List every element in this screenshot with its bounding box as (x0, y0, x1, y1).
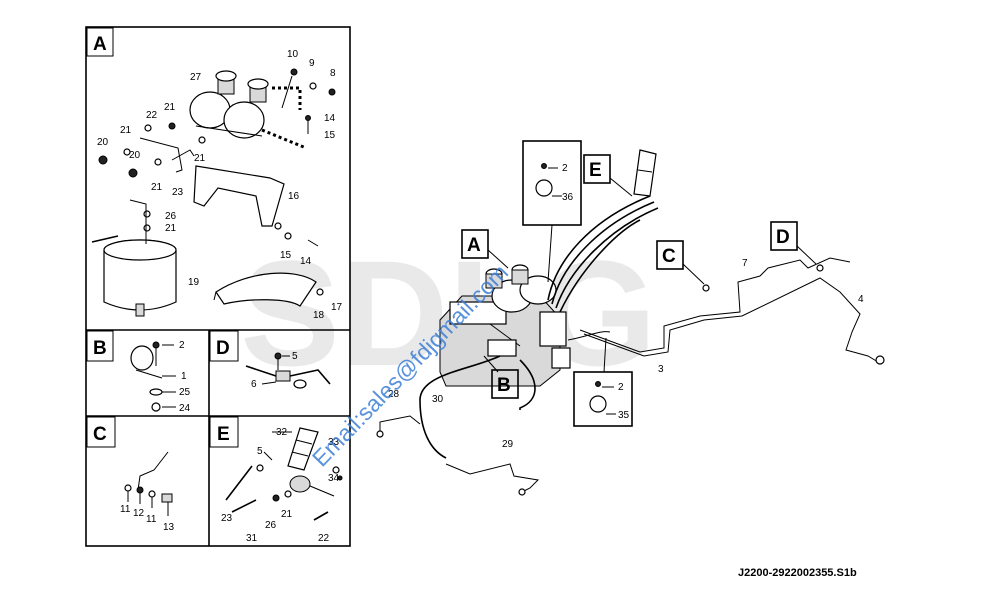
panel-e-label: E (209, 416, 239, 448)
ref-box-c: C (656, 240, 705, 285)
panel-b-label: B (86, 330, 114, 362)
callout-number: 29 (502, 439, 514, 450)
callout-number: 10 (287, 49, 299, 60)
svg-text:B: B (93, 338, 107, 359)
callout-number: 2 (179, 340, 185, 351)
ref-box-a: A (461, 229, 509, 269)
callout-number: 21 (120, 125, 132, 136)
callout-number: 28 (388, 389, 400, 400)
detail-box-36: 2 36 (522, 140, 582, 283)
callout-number: 3 (658, 364, 664, 375)
ref-box-b: B (483, 355, 519, 399)
panel-e-callouts: 32 5 33 34 23 26 21 31 22 (221, 427, 340, 544)
callout-number: 26 (265, 520, 277, 531)
callout-number: 14 (324, 113, 336, 124)
callout-number: 8 (330, 68, 336, 79)
callout-number: 34 (328, 473, 340, 484)
panel-c-label: C (86, 416, 116, 448)
callout-number: 21 (151, 182, 163, 193)
callout-number: 20 (97, 137, 109, 148)
callout-number: 25 (179, 387, 191, 398)
callout-number: 4 (858, 294, 864, 305)
callout-number: 22 (318, 533, 330, 544)
callout-number: 11 (120, 504, 131, 515)
svg-text:A: A (93, 34, 107, 55)
main-callouts: 7 4 3 30 28 29 (388, 258, 864, 450)
svg-text:B: B (497, 375, 511, 396)
panel-d-label: D (209, 330, 239, 362)
callout-number: 26 (165, 211, 177, 222)
callout-number: 18 (313, 310, 325, 321)
detail-box-35: 2 35 (573, 337, 633, 427)
ref-box-d: D (770, 221, 817, 265)
callout-number: 13 (163, 522, 175, 533)
callout-number: 19 (188, 277, 200, 288)
callout-number: 32 (276, 427, 288, 438)
callout-number: 2 (618, 382, 624, 393)
callout-number: 14 (300, 256, 312, 267)
svg-text:E: E (217, 424, 230, 445)
callout-number: 5 (257, 446, 263, 457)
callout-number: 22 (146, 110, 158, 121)
callout-number: 20 (129, 150, 141, 161)
panel-a-callouts: 27 10 9 8 22 21 21 20 20 21 21 23 14 15 … (97, 49, 343, 321)
panel-b-drawing (130, 341, 176, 412)
callout-number: 21 (281, 509, 293, 520)
callout-number: 2 (562, 163, 568, 174)
panel-d-drawing (245, 352, 331, 389)
panel-c-drawing (124, 451, 173, 516)
svg-text:E: E (589, 160, 602, 181)
callout-number: 5 (292, 351, 298, 362)
callout-number: 23 (172, 187, 184, 198)
callout-number: 12 (133, 508, 145, 519)
callout-number: 7 (742, 258, 748, 269)
callout-number: 24 (179, 403, 191, 414)
svg-text:A: A (467, 235, 481, 256)
panel-b-callouts: 2 1 25 24 (179, 340, 191, 414)
ref-box-e: E (583, 154, 633, 197)
callout-number: 16 (288, 191, 300, 202)
callout-number: 9 (309, 58, 315, 69)
callout-number: 17 (331, 302, 343, 313)
callout-number: 23 (221, 513, 233, 524)
panel-e-drawing (225, 427, 343, 521)
callout-number: 27 (190, 72, 202, 83)
callout-number: 21 (164, 102, 176, 113)
callout-number: 1 (181, 371, 187, 382)
document-id: J2200-2922002355.S1b (738, 567, 857, 579)
panel-a-label: A (86, 27, 114, 57)
callout-number: 11 (146, 514, 157, 525)
callout-number: 35 (618, 410, 630, 421)
callout-number: 15 (280, 250, 292, 261)
callout-number: 6 (251, 379, 257, 390)
callout-number: 33 (328, 437, 340, 448)
svg-text:C: C (662, 246, 676, 267)
callout-number: 21 (165, 223, 177, 234)
detail-panels: A B D C E (85, 26, 351, 547)
svg-text:D: D (216, 338, 230, 359)
panel-a-drawing (91, 68, 336, 317)
callout-number: 36 (562, 192, 574, 203)
svg-text:D: D (776, 227, 790, 248)
panel-d-callouts: 5 6 (251, 351, 298, 390)
panel-c-callouts: 11 12 11 13 (120, 504, 175, 533)
callout-number: 30 (432, 394, 444, 405)
callout-number: 21 (194, 153, 206, 164)
main-assembly (376, 149, 885, 496)
callout-number: 15 (324, 130, 336, 141)
svg-text:C: C (93, 424, 107, 445)
callout-number: 31 (246, 533, 258, 544)
